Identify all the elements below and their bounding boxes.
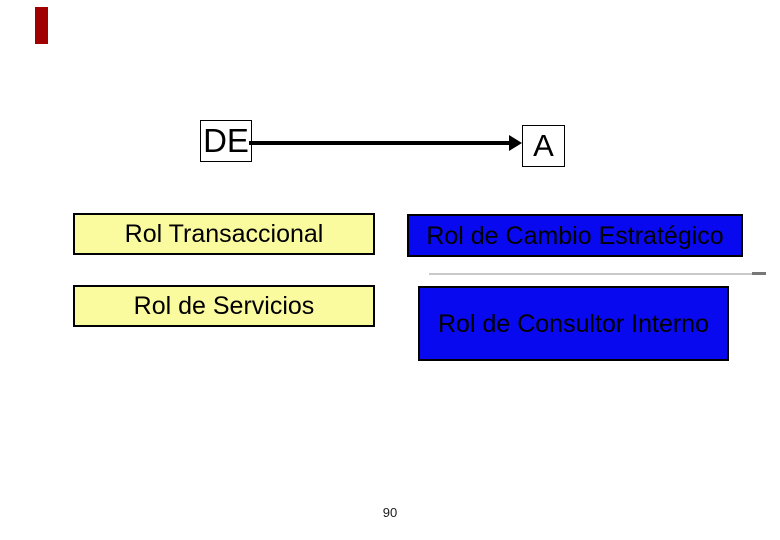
role-box-consultor-interno: Rol de Consultor Interno (418, 286, 729, 361)
divider-artifact-line (429, 273, 766, 275)
page-number: 90 (382, 505, 398, 520)
from-node: DE (200, 120, 252, 162)
role-box-transaccional-label: Rol Transaccional (124, 220, 324, 248)
role-box-servicios: Rol de Servicios (73, 285, 375, 327)
arrow-head-icon (509, 135, 522, 151)
to-node-label: A (533, 128, 554, 163)
to-node: A (522, 125, 565, 167)
arrow-line (249, 141, 511, 145)
from-node-label: DE (203, 122, 249, 159)
role-box-cambio-estrategico: Rol de Cambio Estratégico (407, 214, 743, 257)
red-accent-bar (35, 7, 48, 44)
role-box-consultor-interno-label: Rol de Consultor Interno (438, 309, 709, 338)
role-box-servicios-label: Rol de Servicios (133, 292, 315, 320)
role-box-cambio-estrategico-label: Rol de Cambio Estratégico (426, 221, 724, 250)
role-box-transaccional: Rol Transaccional (73, 213, 375, 255)
divider-artifact-tick (752, 272, 766, 275)
